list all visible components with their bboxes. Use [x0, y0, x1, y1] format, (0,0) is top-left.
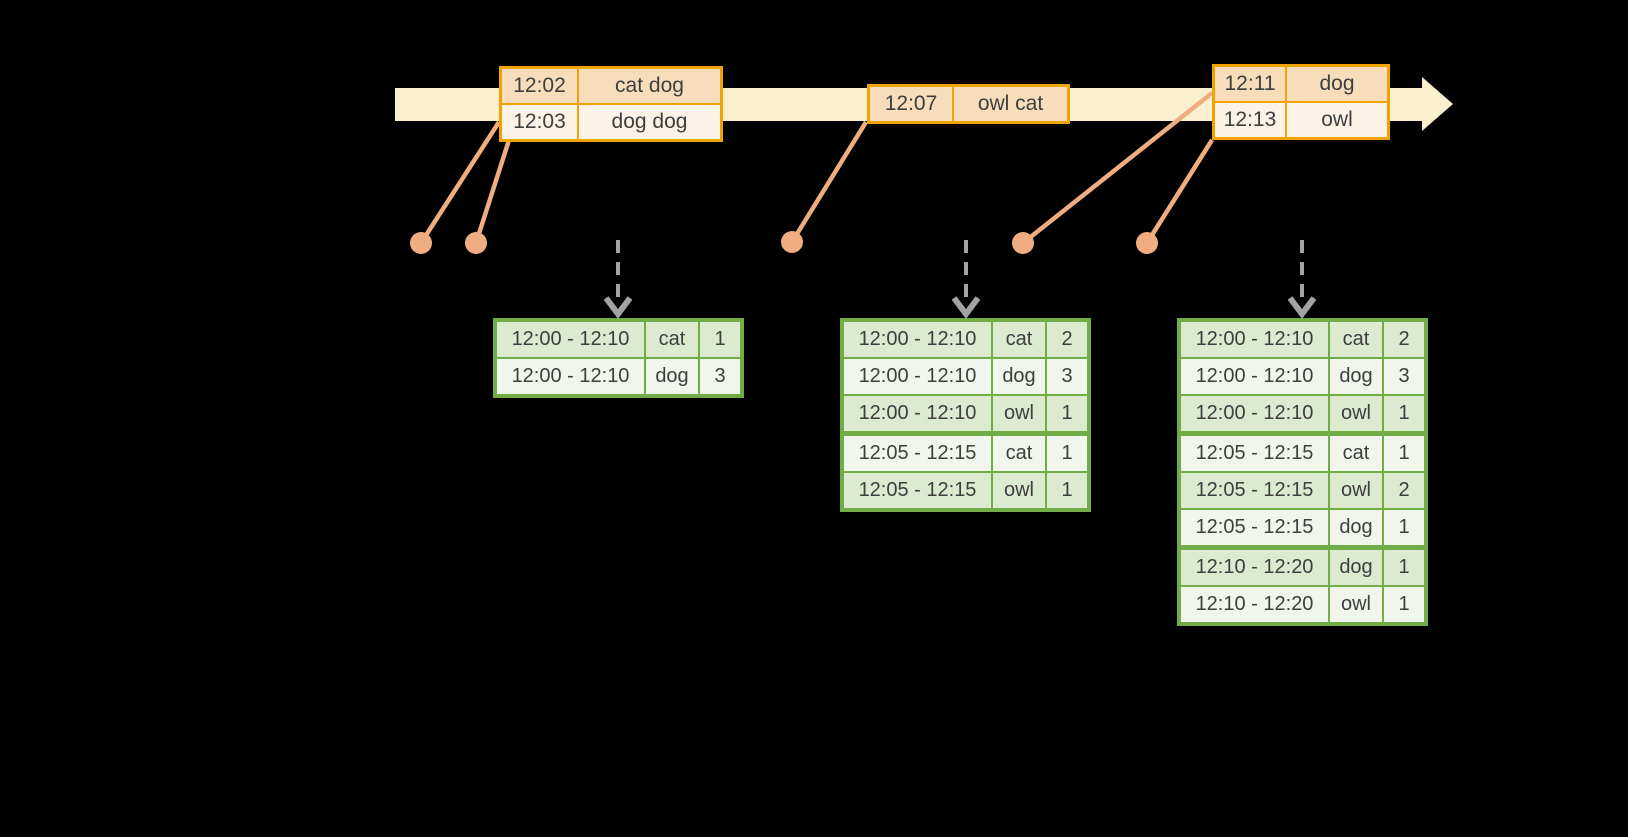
arrow-down-icon: [951, 296, 981, 319]
result-word: owl: [1330, 473, 1384, 508]
result-count: 1: [1398, 556, 1410, 578]
result-count: 3: [714, 365, 726, 387]
event-dot-icon: [465, 232, 487, 254]
result-word: cat: [646, 322, 700, 357]
result-count: 2: [1398, 328, 1410, 350]
result-window: 12:00 - 12:10: [497, 359, 646, 394]
event-connector-line: [419, 120, 501, 245]
result-window: 12:00 - 12:10: [497, 322, 646, 357]
event-dot-icon: [1012, 232, 1034, 254]
result-word: dog: [1330, 359, 1384, 394]
event-time: 12:02: [502, 69, 579, 103]
result-word: dog: [1330, 550, 1384, 585]
event-connector-lines: [419, 91, 1214, 245]
result-word: owl: [993, 473, 1047, 508]
result-count: 1: [714, 328, 726, 350]
result-count: 2: [1061, 328, 1073, 350]
event-words: dog: [1319, 72, 1355, 95]
result-word: cat: [1330, 322, 1384, 357]
result-count: 1: [1061, 479, 1073, 501]
result-word: cat: [993, 322, 1047, 357]
result-count: 3: [1061, 365, 1073, 387]
event-words: dog dog: [611, 110, 688, 133]
event-table-3: 12:11 dog 12:13 owl: [1212, 64, 1390, 140]
result-window: 12:00 - 12:10: [1181, 322, 1330, 357]
event-connector-line: [473, 139, 512, 244]
result-count: 2: [1398, 479, 1410, 501]
event-row: 12:02 cat dog: [502, 69, 720, 103]
result-count: 1: [1398, 402, 1410, 424]
result-window: 12:05 - 12:15: [1181, 436, 1330, 471]
event-dot-icon: [781, 231, 803, 253]
arrow-down-icon: [603, 296, 633, 319]
event-table-2: 12:07 owl cat: [867, 84, 1070, 124]
result-window: 12:10 - 12:20: [1181, 587, 1330, 622]
event-words: cat dog: [615, 74, 684, 97]
result-window: 12:00 - 12:10: [1181, 359, 1330, 394]
event-time: 12:03: [502, 105, 579, 139]
result-window: 12:00 - 12:10: [1181, 396, 1330, 431]
result-count: 1: [1061, 442, 1073, 464]
event-dot-icon: [1136, 232, 1158, 254]
result-word: owl: [993, 396, 1047, 431]
event-words: owl cat: [977, 92, 1044, 115]
trigger-arrows: [603, 240, 1317, 319]
event-table-1: 12:02 cat dog 12:03 dog dog: [499, 66, 723, 142]
result-count: 1: [1398, 442, 1410, 464]
result-word: dog: [646, 359, 700, 394]
result-window: 12:05 - 12:15: [844, 473, 993, 508]
event-time: 12:11: [1215, 67, 1287, 101]
timeline-arrow-icon: [1422, 77, 1453, 131]
result-window: 12:05 - 12:15: [844, 436, 993, 471]
result-window: 12:00 - 12:10: [844, 322, 993, 357]
event-markers: [410, 231, 1158, 254]
result-count: 1: [1398, 593, 1410, 615]
event-words: owl: [1321, 108, 1353, 131]
result-window: 12:00 - 12:10: [844, 396, 993, 431]
result-word: dog: [1330, 510, 1384, 545]
result-word: owl: [1330, 587, 1384, 622]
result-window: 12:10 - 12:20: [1181, 550, 1330, 585]
event-row: 12:13 owl: [1215, 101, 1387, 137]
event-connector-line: [1021, 91, 1214, 245]
event-row: 12:07 owl cat: [870, 87, 1067, 121]
event-time: 12:07: [870, 87, 954, 121]
event-time: 12:13: [1215, 103, 1287, 137]
event-row: 12:11 dog: [1215, 67, 1387, 101]
result-window: 12:05 - 12:15: [1181, 473, 1330, 508]
event-row: 12:03 dog dog: [502, 103, 720, 139]
result-count: 3: [1398, 365, 1410, 387]
event-connector-line: [1145, 138, 1214, 245]
result-word: dog: [993, 359, 1047, 394]
result-window: 12:00 - 12:10: [844, 359, 993, 394]
result-count: 1: [1398, 516, 1410, 538]
result-count: 1: [1061, 402, 1073, 424]
result-word: owl: [1330, 396, 1384, 431]
event-connector-line: [790, 120, 868, 244]
event-dot-icon: [410, 232, 432, 254]
result-window: 12:05 - 12:15: [1181, 510, 1330, 545]
arrow-down-icon: [1287, 296, 1317, 319]
result-word: cat: [1330, 436, 1384, 471]
result-word: cat: [993, 436, 1047, 471]
